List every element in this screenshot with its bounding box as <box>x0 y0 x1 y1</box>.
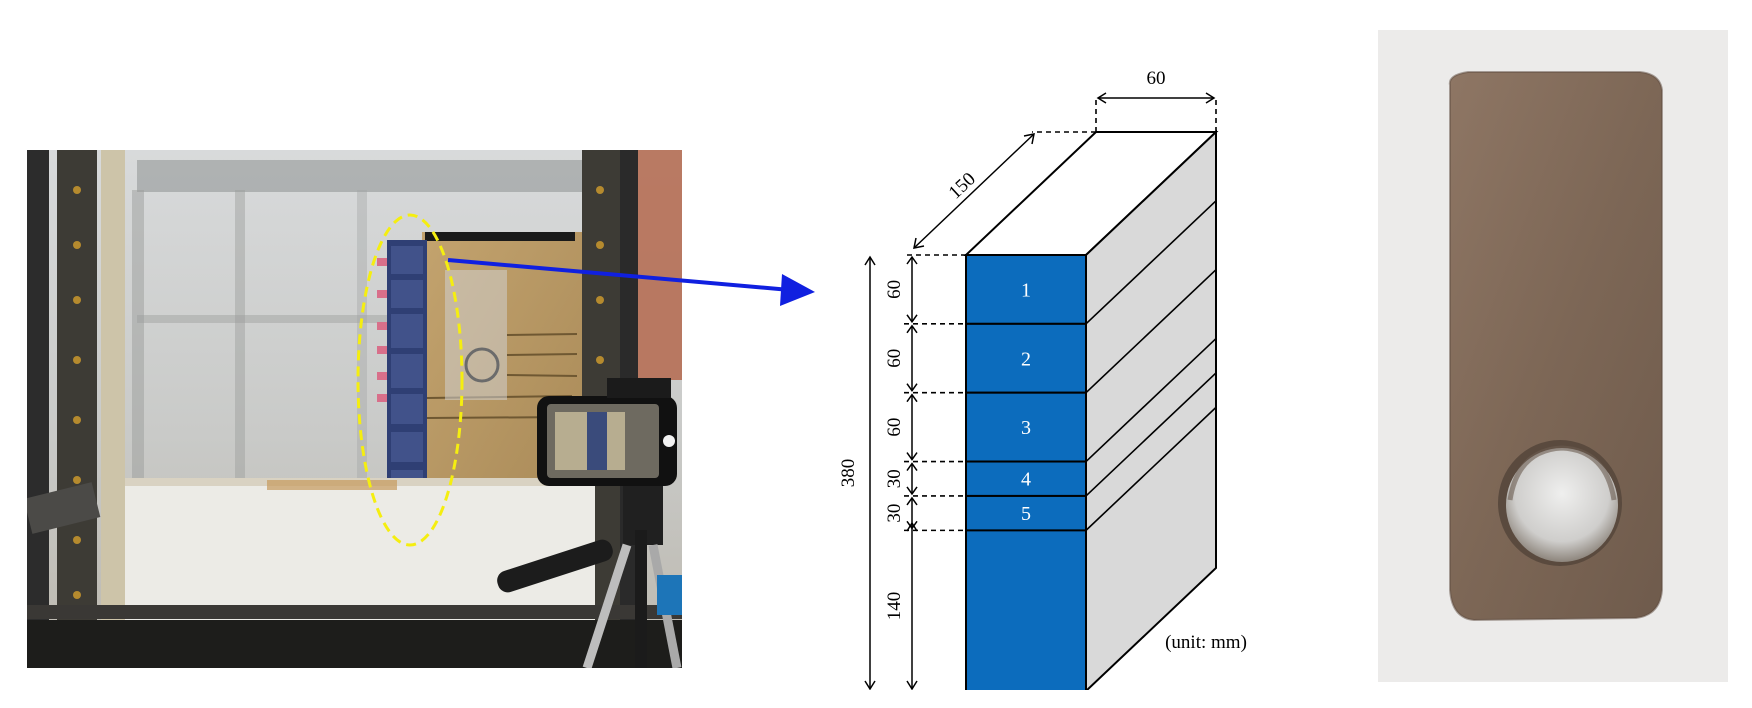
width-dimension-label: 60 <box>1147 68 1166 89</box>
segment-label-4: 4 <box>1021 469 1031 491</box>
segment-height-label-5: 30 <box>884 504 905 523</box>
depth-dimension <box>913 133 1035 249</box>
side-divider-3 <box>1085 337 1217 463</box>
segment-label-1: 1 <box>1021 279 1031 301</box>
segment-arrow-bottom-3 <box>906 452 918 461</box>
side-divider-4 <box>1085 372 1217 497</box>
segment-label-3: 3 <box>1021 417 1031 439</box>
soil-specimen-photo <box>1378 30 1728 682</box>
smartphone-icon <box>537 378 677 486</box>
segment-height-label-4: 30 <box>884 469 905 488</box>
segment-arrow-top-4 <box>906 462 918 471</box>
total-height-dimension <box>864 255 876 690</box>
pointer-arrow-head <box>780 274 815 306</box>
segment-arrow-top-3 <box>906 393 918 403</box>
segment-arrow-top-5 <box>906 496 918 506</box>
test-apparatus-photo <box>27 150 682 668</box>
segment-arrow-top-2 <box>906 324 918 334</box>
segment-arrow-bottom-2 <box>906 383 918 392</box>
bottom-height-label: 140 <box>884 592 905 621</box>
segment-3 <box>965 391 1087 463</box>
total-height-label: 380 <box>838 459 859 488</box>
segment-group: 1 2 3 4 5 <box>965 200 1217 532</box>
bottom-dimension <box>906 521 918 690</box>
segment-2 <box>965 322 1087 394</box>
segment-height-label-1: 60 <box>884 280 905 299</box>
extension-lines <box>904 98 1217 256</box>
segment-5 <box>965 494 1087 532</box>
pointer-arrow-line <box>447 258 791 292</box>
segment-label-2: 2 <box>1021 348 1031 370</box>
side-divider-5 <box>1085 406 1217 531</box>
segment-arrow-top-1 <box>906 255 918 265</box>
segment-arrow-bottom-4 <box>906 486 918 496</box>
specimen-illustration <box>1378 30 1728 682</box>
tripod-icon <box>497 475 682 668</box>
segment-height-label-2: 60 <box>884 349 905 368</box>
width-dimension <box>1096 92 1216 104</box>
segment-label-5: 5 <box>1021 503 1031 525</box>
apparatus-illustration <box>27 150 682 668</box>
unit-label: (unit: mm) <box>1165 632 1247 653</box>
side-divider-2 <box>1085 269 1217 394</box>
segment-dimension-group: 60 60 60 30 30 <box>884 255 966 532</box>
side-divider-1 <box>1085 200 1217 325</box>
highlight-ellipse <box>356 213 464 547</box>
segment-4 <box>965 460 1087 497</box>
segment-arrow-bottom-1 <box>906 314 918 324</box>
segment-height-label-3: 60 <box>884 418 905 437</box>
